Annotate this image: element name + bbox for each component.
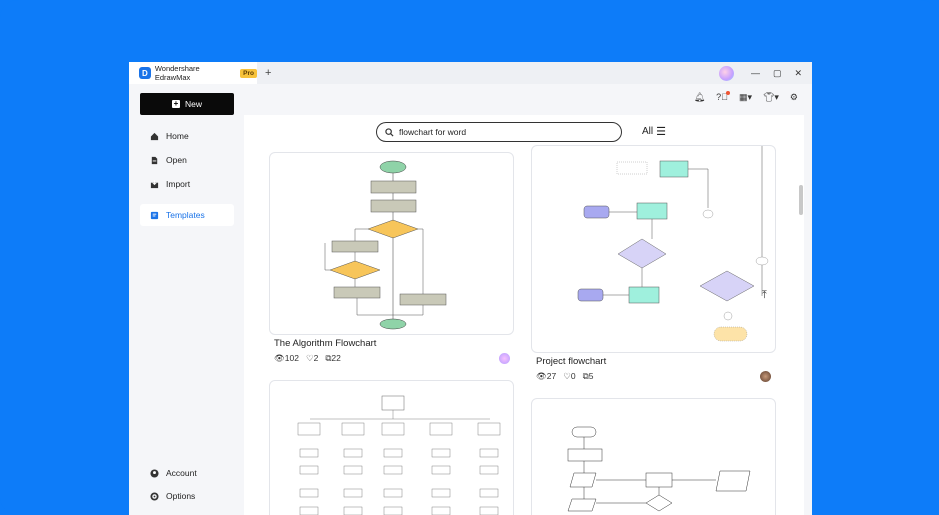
likes-count: 2 [313,353,319,363]
copies-count: 22 [331,353,341,363]
notification-bell-icon[interactable]: 🔔︎ [693,92,706,102]
title-bar: D Wondershare EdrawMax Pro + — ▢ ✕ [129,62,812,84]
sidebar-item-import[interactable]: Import [140,173,234,195]
account-icon [150,468,159,478]
app-name: Wondershare EdrawMax [154,64,200,82]
apps-grid-icon[interactable]: ▦▾ [738,92,752,102]
sidebar-item-account[interactable]: Account [140,462,234,484]
app-tab[interactable]: D Wondershare EdrawMax Pro [129,62,257,84]
app-window: D Wondershare EdrawMax Pro + — ▢ ✕ + New… [129,62,812,515]
close-button[interactable]: ✕ [794,67,802,78]
template-card-process[interactable] [531,398,776,515]
process-flowchart-thumbnail [567,426,751,512]
copy-icon: ⧉ [582,371,589,381]
card-title[interactable]: The Algorithm Flowchart [274,338,377,349]
search-box[interactable]: flowchart for word [376,122,622,142]
search-input[interactable]: flowchart for word [399,127,467,137]
sidebar-item-label: Import [166,179,191,189]
scroll-to-top-icon[interactable]: ⤒ [762,289,767,301]
window-controls: — ▢ ✕ [718,62,802,84]
copies-count: 5 [588,371,594,381]
search-icon [385,127,394,137]
sidebar-item-label: Account [166,468,197,478]
views-count: 27 [546,371,557,381]
theme-shirt-icon[interactable]: 👕︎▾ [762,92,779,102]
project-flowchart-thumbnail [577,146,769,342]
home-icon [150,132,159,140]
scrollbar-thumb[interactable] [799,185,803,215]
sidebar-item-templates[interactable]: Templates [140,204,234,226]
pro-badge: Pro [240,68,257,78]
copy-icon: ⧉ [325,353,332,363]
heart-icon: ♡ [305,353,314,363]
author-avatar[interactable] [499,353,510,364]
eye-icon: 👁︎ [274,353,285,363]
template-card-project[interactable] [531,145,776,353]
author-avatar[interactable] [760,371,771,382]
open-file-icon [151,156,158,164]
new-button-label: New [184,99,202,109]
edrawmax-logo-icon: D [139,67,151,79]
views-count: 102 [284,353,299,363]
templates-icon [150,211,159,219]
templates-content: flowchart for word All ☰ [244,115,804,515]
sidebar-item-label: Home [166,131,189,141]
sidebar: + New Home Open Import Templates Account… [129,84,244,515]
gear-icon [150,491,159,501]
maximize-button[interactable]: ▢ [772,67,782,78]
sidebar-item-home[interactable]: Home [140,125,234,147]
card-stats: 👁︎27 ♡0 ⧉5 [536,371,593,382]
hierarchy-flowchart-thumbnail [297,395,501,515]
sidebar-item-label: Options [166,491,196,501]
likes-stat[interactable]: ♡2 [306,353,318,364]
views-stat: 👁︎102 [274,353,299,364]
top-toolbar: 🔔︎ ?⃝ ▦▾ 👕︎▾ ⚙ [693,91,798,103]
filter-label: All [642,126,654,137]
views-stat: 👁︎27 [536,371,556,382]
copies-stat: ⧉5 [583,371,594,382]
algorithm-flowchart-thumbnail [324,160,447,330]
likes-stat[interactable]: ♡0 [563,371,575,382]
eye-icon: 👁︎ [536,371,547,381]
copies-stat: ⧉22 [325,353,341,364]
template-card-hierarchy[interactable] [269,380,514,515]
card-title[interactable]: Project flowchart [536,356,607,367]
add-tab-button[interactable]: + [265,67,272,79]
help-icon[interactable]: ?⃝ [716,91,730,102]
new-button[interactable]: + New [140,93,234,115]
likes-count: 0 [570,371,576,381]
sidebar-item-label: Open [166,155,187,165]
card-stats: 👁︎102 ♡2 ⧉22 [274,353,341,364]
sidebar-item-options[interactable]: Options [140,485,234,507]
sidebar-item-label: Templates [166,210,205,220]
filter-dropdown[interactable]: All ☰ [642,125,666,138]
user-avatar[interactable] [718,65,734,81]
plus-icon: + [171,99,180,108]
minimize-button[interactable]: — [750,68,760,78]
settings-gear-icon[interactable]: ⚙ [789,92,798,102]
heart-icon: ♡ [563,371,571,381]
import-icon [150,179,159,188]
sidebar-item-open[interactable]: Open [140,149,234,171]
menu-lines-icon: ☰ [656,126,666,138]
template-card-algorithm[interactable] [269,152,514,335]
